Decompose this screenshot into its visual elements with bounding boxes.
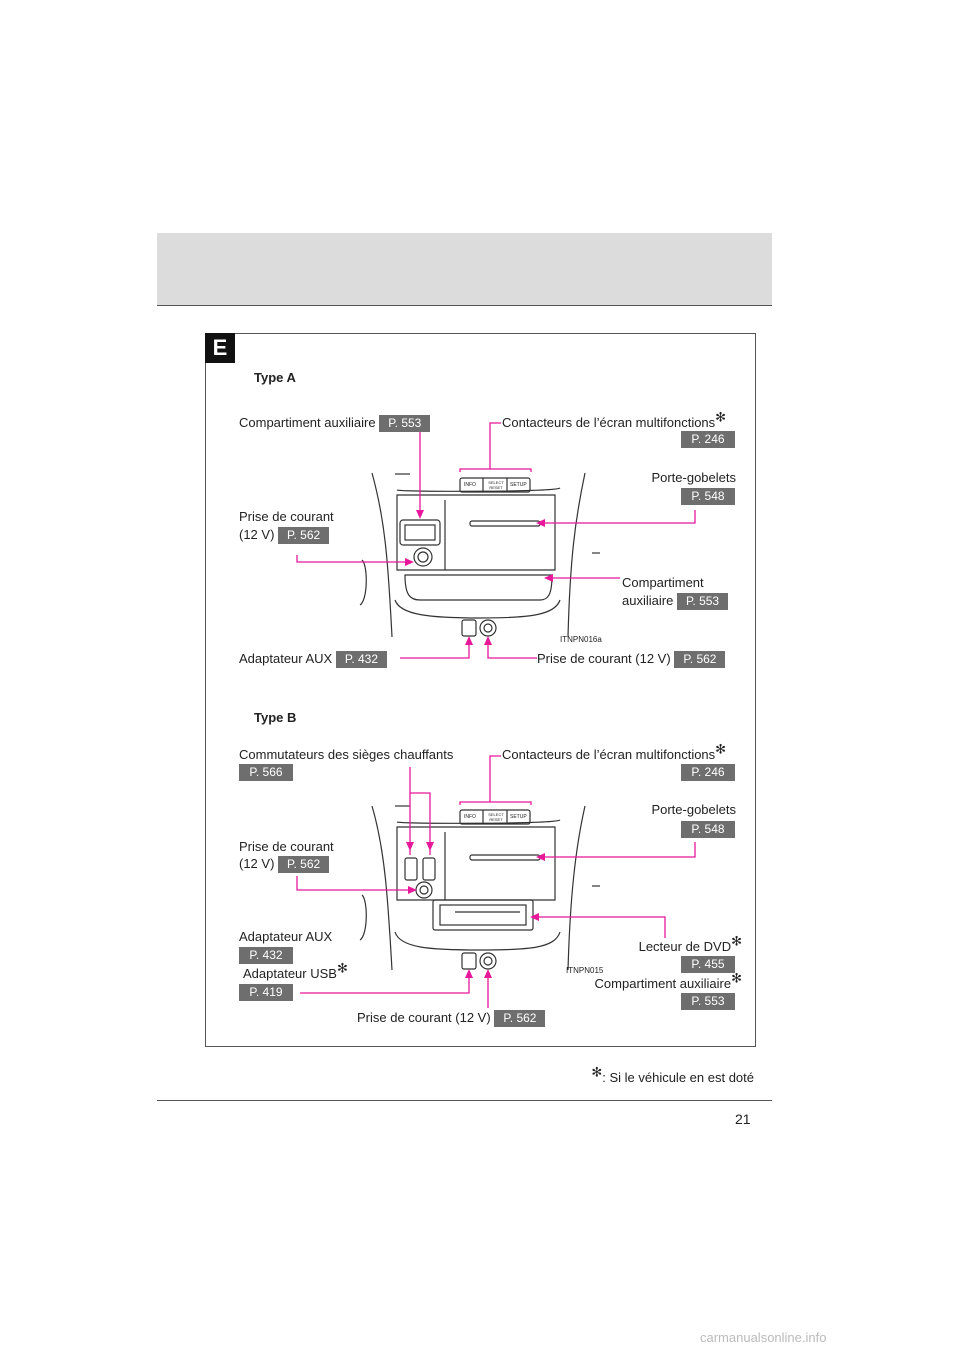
type-a-aux-compartment-top-label: Compartiment auxiliaire P. 553 — [239, 415, 431, 432]
type-b-aux-adapter-page: P. 432 — [239, 947, 293, 964]
label-text: Prise de courant (12 V) — [537, 651, 671, 666]
asterisk-icon: ✻ — [591, 1064, 603, 1080]
type-a-aux-compartment-line2: auxiliaire P. 553 — [622, 593, 729, 610]
console-drawing-type-a — [359, 472, 600, 638]
label-text: (12 V) — [239, 527, 275, 542]
type-b-usb-adapter-label: Adaptateur USB✻ — [243, 962, 348, 982]
console-button-info-b: INFO — [464, 814, 476, 820]
watermark: carmanualsonline.info — [700, 1330, 827, 1345]
type-a-figure-code: ITNPN016a — [560, 635, 602, 644]
page-number: 21 — [735, 1111, 751, 1127]
console-drawing-type-b — [359, 805, 600, 971]
type-b-heated-seat-switches-page: P. 566 — [239, 764, 293, 781]
type-b-aux-adapter-label: Adaptateur AUX — [239, 929, 333, 944]
asterisk-icon: ✻ — [336, 960, 348, 976]
section-box — [205, 333, 756, 1047]
label-text: Contacteurs de l’écran multifonctions — [502, 415, 716, 430]
type-a-display-switches-label: Contacteurs de l’écran multifonctions✻ — [502, 411, 726, 431]
type-a-cup-holders-page: P. 548 — [681, 488, 735, 505]
type-a-aux-compartment-line1: Compartiment — [622, 575, 704, 590]
type-a-display-switches-page: P. 246 — [681, 431, 735, 448]
type-b-dvd-player-page: P. 455 — [681, 956, 735, 973]
console-button-info-a: INFO — [464, 482, 476, 488]
label-text: Lecteur de DVD — [638, 939, 732, 954]
type-b-heated-seat-switches-label: Commutateurs des sièges chauffants — [239, 747, 454, 762]
type-a-title: Type A — [254, 370, 296, 385]
header-band — [157, 233, 772, 306]
page-ref-badge: P. 562 — [278, 527, 330, 544]
type-a-cup-holders-label: Porte-gobelets — [651, 470, 736, 485]
type-b-dvd-player-label: Lecteur de DVD✻ — [638, 935, 742, 955]
type-b-power-outlet-bottom-label: Prise de courant (12 V) P. 562 — [357, 1010, 546, 1027]
type-b-display-switches-page: P. 246 — [681, 764, 735, 781]
page-ref-badge: P. 432 — [335, 651, 388, 668]
label-text: Prise de courant (12 V) — [357, 1010, 491, 1025]
bottom-rule — [157, 1100, 772, 1101]
type-b-cup-holders-page: P. 548 — [681, 821, 735, 838]
type-a-aux-adapter-label: Adaptateur AUX P. 432 — [239, 651, 388, 668]
label-text: Compartiment auxiliaire — [594, 976, 732, 991]
asterisk-icon: ✻ — [731, 933, 742, 949]
label-text: Contacteurs de l’écran multifonctions — [502, 747, 716, 762]
asterisk-icon: ✻ — [715, 409, 727, 425]
console-button-select-b: SELECT RESET — [488, 812, 504, 822]
asterisk-icon: ✻ — [731, 970, 742, 986]
type-b-power-outlet-line1: Prise de courant — [239, 839, 334, 854]
page-ref-badge: P. 562 — [494, 1010, 546, 1027]
type-b-title: Type B — [254, 710, 297, 725]
type-b-cup-holders-label: Porte-gobelets — [651, 802, 736, 817]
page-ref-badge: P. 553 — [379, 415, 431, 432]
footnote: ✻: Si le véhicule en est doté — [591, 1066, 754, 1085]
type-b-display-switches-label: Contacteurs de l’écran multifonctions✻ — [502, 743, 726, 763]
page-ref-badge: P. 562 — [278, 856, 330, 873]
page-ref-badge: P. 553 — [676, 593, 729, 610]
label-text: Adaptateur AUX — [239, 651, 333, 666]
footnote-text: : Si le véhicule en est doté — [602, 1070, 754, 1085]
type-a-power-outlet-bottom-label: Prise de courant (12 V) P. 562 — [537, 651, 726, 668]
arrowheads — [405, 510, 553, 978]
asterisk-icon: ✻ — [715, 741, 727, 757]
type-a-power-outlet-line1: Prise de courant — [239, 509, 334, 524]
page-ref-badge: P. 562 — [674, 651, 726, 668]
type-b-power-outlet-line2: (12 V) P. 562 — [239, 856, 330, 873]
type-b-aux-compartment-page: P. 553 — [681, 993, 735, 1010]
type-b-aux-compartment-label: Compartiment auxiliaire✻ — [594, 972, 742, 992]
label-text: (12 V) — [239, 856, 275, 871]
label-text: Adaptateur USB — [243, 966, 337, 981]
label-text: auxiliaire — [622, 593, 674, 608]
console-button-select-a: SELECT RESET — [488, 480, 504, 490]
type-b-usb-adapter-page: P. 419 — [239, 984, 293, 1001]
console-button-setup-b: SETUP — [510, 814, 527, 820]
type-a-power-outlet-line2: (12 V) P. 562 — [239, 527, 330, 544]
type-b-figure-code: ITNPN015 — [566, 966, 604, 975]
console-button-setup-a: SETUP — [510, 482, 527, 488]
section-badge: E — [205, 333, 235, 363]
leader-lines — [296, 422, 696, 1008]
label-text: Compartiment auxiliaire — [239, 415, 376, 430]
